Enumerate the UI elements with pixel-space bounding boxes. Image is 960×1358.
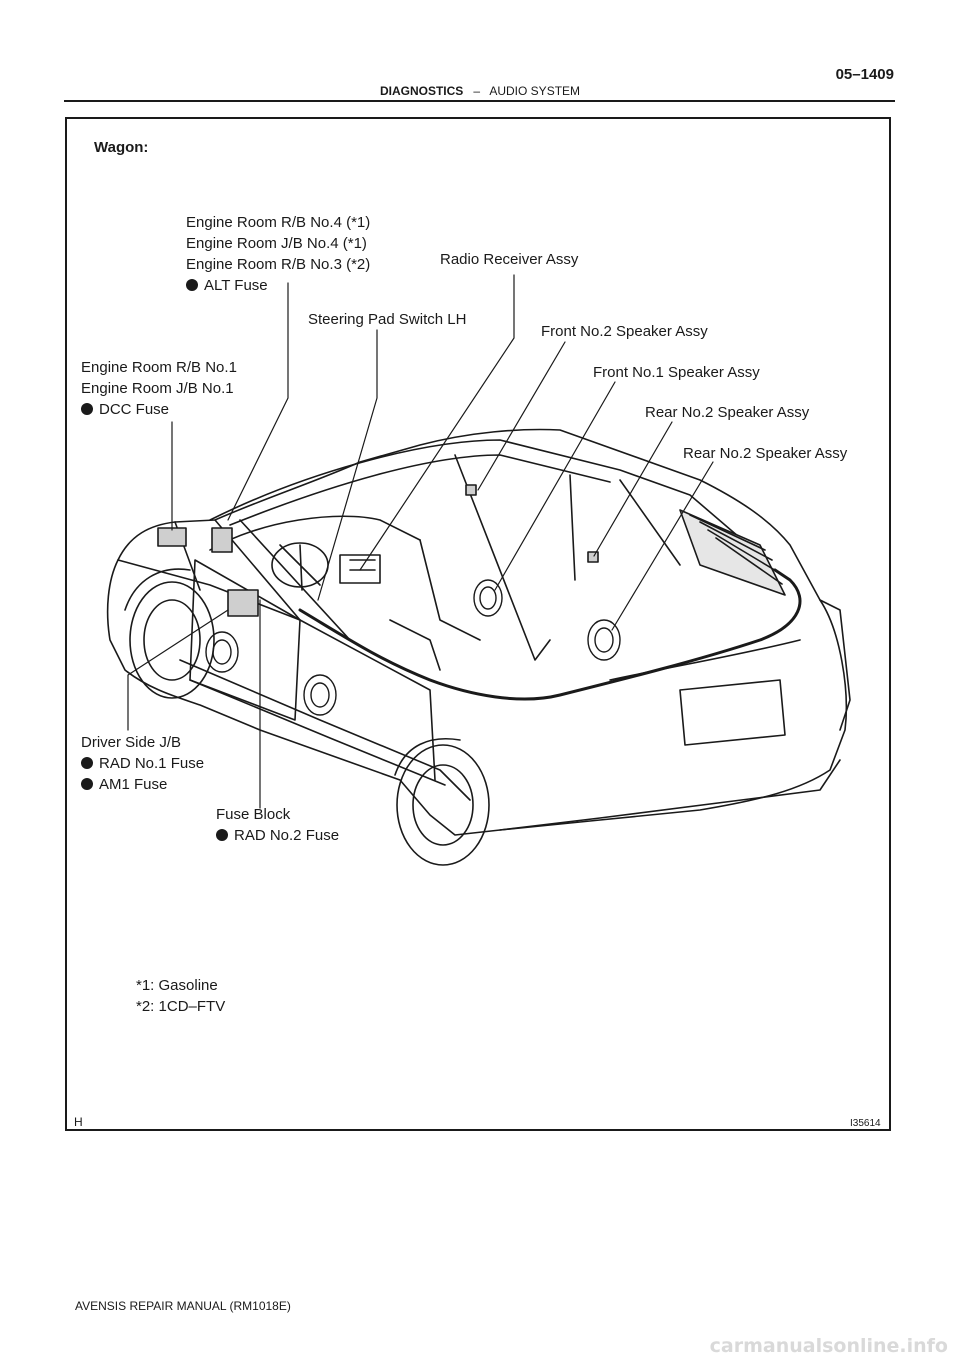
front-door-speaker-icon	[205, 631, 239, 673]
manual-title: AVENSIS REPAIR MANUAL (RM1018E)	[75, 1299, 291, 1313]
section-title: DIAGNOSTICS	[379, 84, 464, 98]
engine-room-top-line-2: Engine Room J/B No.4 (*1)	[186, 235, 367, 252]
engine-room-top-line-3: Engine Room R/B No.3 (*2)	[186, 256, 371, 273]
engine-room-left-line-2: Engine Room J/B No.1	[81, 380, 234, 397]
alt-fuse-item: ALT Fuse	[186, 275, 370, 296]
rear-no2-speaker-label-b: Rear No.2 Speaker Assy	[683, 445, 848, 462]
figure-id: I35614	[850, 1118, 881, 1129]
engine-room-left-line-1: Engine Room R/B No.1	[81, 359, 237, 376]
rad-no2-fuse-item: RAD No.2 Fuse	[216, 825, 339, 846]
rear-wheel	[396, 744, 490, 866]
leader-lines	[127, 274, 714, 809]
section-header: DIAGNOSTICS – AUDIO SYSTEM	[0, 84, 960, 98]
note-2: *2: 1CD–FTV	[136, 998, 226, 1015]
rear-no2-speaker-label-a: Rear No.2 Speaker Assy	[645, 404, 810, 421]
fuse-block-label: Fuse Block RAD No.2 Fuse	[216, 804, 339, 846]
bullet-icon	[81, 778, 93, 790]
front-no2-speaker-label: Front No.2 Speaker Assy	[541, 323, 708, 340]
radio-receiver-label: Radio Receiver Assy	[440, 251, 579, 268]
header-separator: –	[473, 84, 480, 98]
rad-no2-fuse-label: RAD No.2 Fuse	[234, 827, 340, 844]
engine-room-top-line-1: Engine Room R/B No.4 (*1)	[186, 214, 371, 231]
wiring-harness	[298, 568, 802, 701]
rear-door-speaker-icon	[303, 674, 337, 716]
steering-pad-label: Steering Pad Switch LH	[308, 311, 467, 328]
rear-window	[679, 509, 786, 596]
am1-fuse-label: AM1 Fuse	[99, 776, 168, 793]
fuse-block-title: Fuse Block	[216, 806, 291, 823]
note-1: *1: Gasoline	[136, 977, 218, 994]
dcc-fuse-label: DCC Fuse	[99, 401, 170, 418]
dcc-fuse-item: DCC Fuse	[81, 399, 237, 420]
rear-no2-speaker-icon	[587, 619, 621, 661]
corner-mark: H	[74, 1115, 83, 1129]
front-no2-speaker-icon	[473, 579, 503, 617]
driver-side-jb-title: Driver Side J/B	[81, 734, 182, 751]
am1-fuse-item: AM1 Fuse	[81, 774, 204, 795]
header-rule	[64, 100, 895, 102]
notes: *1: Gasoline *2: 1CD–FTV	[136, 975, 225, 1017]
front-no1-speaker-label: Front No.1 Speaker Assy	[593, 364, 760, 381]
watermark: carmanualsonline.info	[709, 1335, 948, 1357]
bullet-icon	[216, 829, 228, 841]
engine-room-top-label: Engine Room R/B No.4 (*1) Engine Room J/…	[186, 212, 370, 296]
car-body-outline	[106, 428, 848, 836]
subsection-title: AUDIO SYSTEM	[489, 84, 581, 98]
engine-room-left-label: Engine Room R/B No.1 Engine Room J/B No.…	[81, 357, 237, 420]
rad-no1-fuse-label: RAD No.1 Fuse	[99, 755, 205, 772]
variant-label: Wagon:	[94, 139, 149, 156]
rad-no1-fuse-item: RAD No.1 Fuse	[81, 753, 204, 774]
page-number: 05–1409	[835, 66, 894, 83]
figure-frame	[65, 117, 891, 1131]
front-wheel	[129, 581, 215, 699]
bullet-icon	[81, 757, 93, 769]
engine-room-rb-no1-box	[157, 527, 187, 547]
radio-receiver-box	[465, 484, 477, 496]
driver-side-jb-box	[227, 589, 259, 617]
bullet-icon	[186, 279, 198, 291]
engine-room-jb-no4-box	[211, 527, 233, 553]
alt-fuse-label: ALT Fuse	[204, 277, 268, 294]
car-roof	[209, 439, 761, 556]
driver-side-jb-label: Driver Side J/B RAD No.1 Fuse AM1 Fuse	[81, 732, 204, 795]
bullet-icon	[81, 403, 93, 415]
